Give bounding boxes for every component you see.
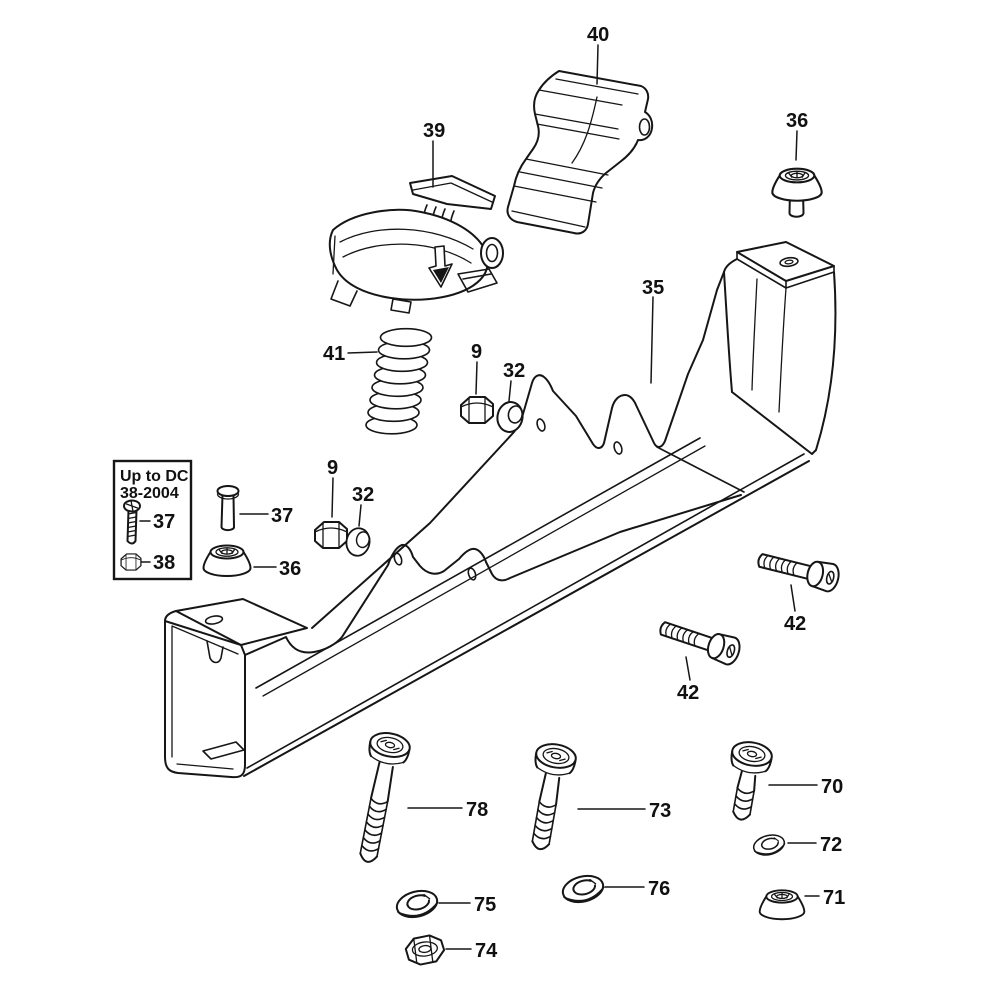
part-71-rubber-foot bbox=[758, 889, 806, 921]
part-37-screw-box bbox=[123, 499, 141, 545]
part-9-nut-upper bbox=[460, 396, 494, 424]
part-38-nut-box bbox=[120, 553, 142, 571]
part-72-washer bbox=[750, 831, 788, 859]
label-9-lower: 9 bbox=[327, 457, 338, 479]
label-38-box: 38 bbox=[153, 552, 175, 574]
leader-42-lower bbox=[685, 656, 691, 681]
part-76-washer bbox=[559, 870, 607, 908]
leader-9-lower bbox=[331, 477, 334, 518]
label-35: 35 bbox=[642, 277, 664, 299]
leader-40 bbox=[596, 44, 599, 85]
label-71: 71 bbox=[823, 887, 845, 909]
part-36-rubber-foot-left bbox=[202, 544, 252, 577]
part-32-washer-upper bbox=[494, 399, 526, 435]
label-32-lower: 32 bbox=[352, 484, 374, 506]
label-78: 78 bbox=[466, 799, 488, 821]
part-42-bolt-lower bbox=[655, 613, 744, 668]
label-42-upper: 42 bbox=[784, 613, 806, 635]
part-74-nut bbox=[404, 934, 446, 966]
label-37-box: 37 bbox=[153, 511, 175, 533]
leader-42-upper bbox=[790, 584, 796, 612]
label-75: 75 bbox=[474, 894, 496, 916]
leader-32-lower bbox=[358, 504, 362, 527]
label-73: 73 bbox=[649, 800, 671, 822]
label-32-upper: 32 bbox=[503, 360, 525, 382]
label-36-top: 36 bbox=[786, 110, 808, 132]
part-70-bolt bbox=[728, 738, 775, 821]
leader-9-upper bbox=[475, 361, 478, 395]
label-40: 40 bbox=[587, 24, 609, 46]
label-9-upper: 9 bbox=[471, 341, 482, 363]
leader-32-upper bbox=[508, 380, 512, 402]
label-70: 70 bbox=[821, 776, 843, 798]
part-37-pin bbox=[216, 485, 240, 532]
leader-lines bbox=[239, 44, 820, 950]
part-42-bolt-upper bbox=[754, 545, 843, 595]
note-box: Up to DC 38-2004 bbox=[112, 459, 193, 581]
label-74: 74 bbox=[475, 940, 498, 962]
part-36-rubber-foot-top bbox=[771, 167, 823, 218]
part-75-washer bbox=[393, 885, 441, 923]
label-42-lower: 42 bbox=[677, 682, 699, 704]
leader-36-top bbox=[795, 130, 798, 161]
part-73-bolt bbox=[531, 740, 579, 851]
label-39: 39 bbox=[423, 120, 445, 142]
label-41: 41 bbox=[323, 343, 345, 365]
part-35-channel-base bbox=[164, 241, 837, 779]
part-32-washer-lower bbox=[343, 525, 373, 559]
part-39-latch bbox=[328, 175, 504, 314]
part-78-bolt bbox=[359, 728, 413, 863]
label-72: 72 bbox=[820, 834, 842, 856]
leader-41 bbox=[347, 351, 378, 354]
note-box-line2: 38-2004 bbox=[120, 485, 179, 502]
part-40-clamp-bracket bbox=[506, 70, 654, 235]
note-box-line1: Up to DC bbox=[120, 468, 189, 485]
part-labels: 40 39 36 35 41 9 32 9 32 37 38 37 36 42 … bbox=[153, 24, 845, 962]
leader-35 bbox=[650, 296, 654, 384]
part-9-nut-lower bbox=[314, 521, 348, 549]
label-36-main: 36 bbox=[279, 558, 301, 580]
part-41-spring bbox=[365, 327, 433, 435]
label-37-main: 37 bbox=[271, 505, 293, 527]
label-76: 76 bbox=[648, 878, 670, 900]
